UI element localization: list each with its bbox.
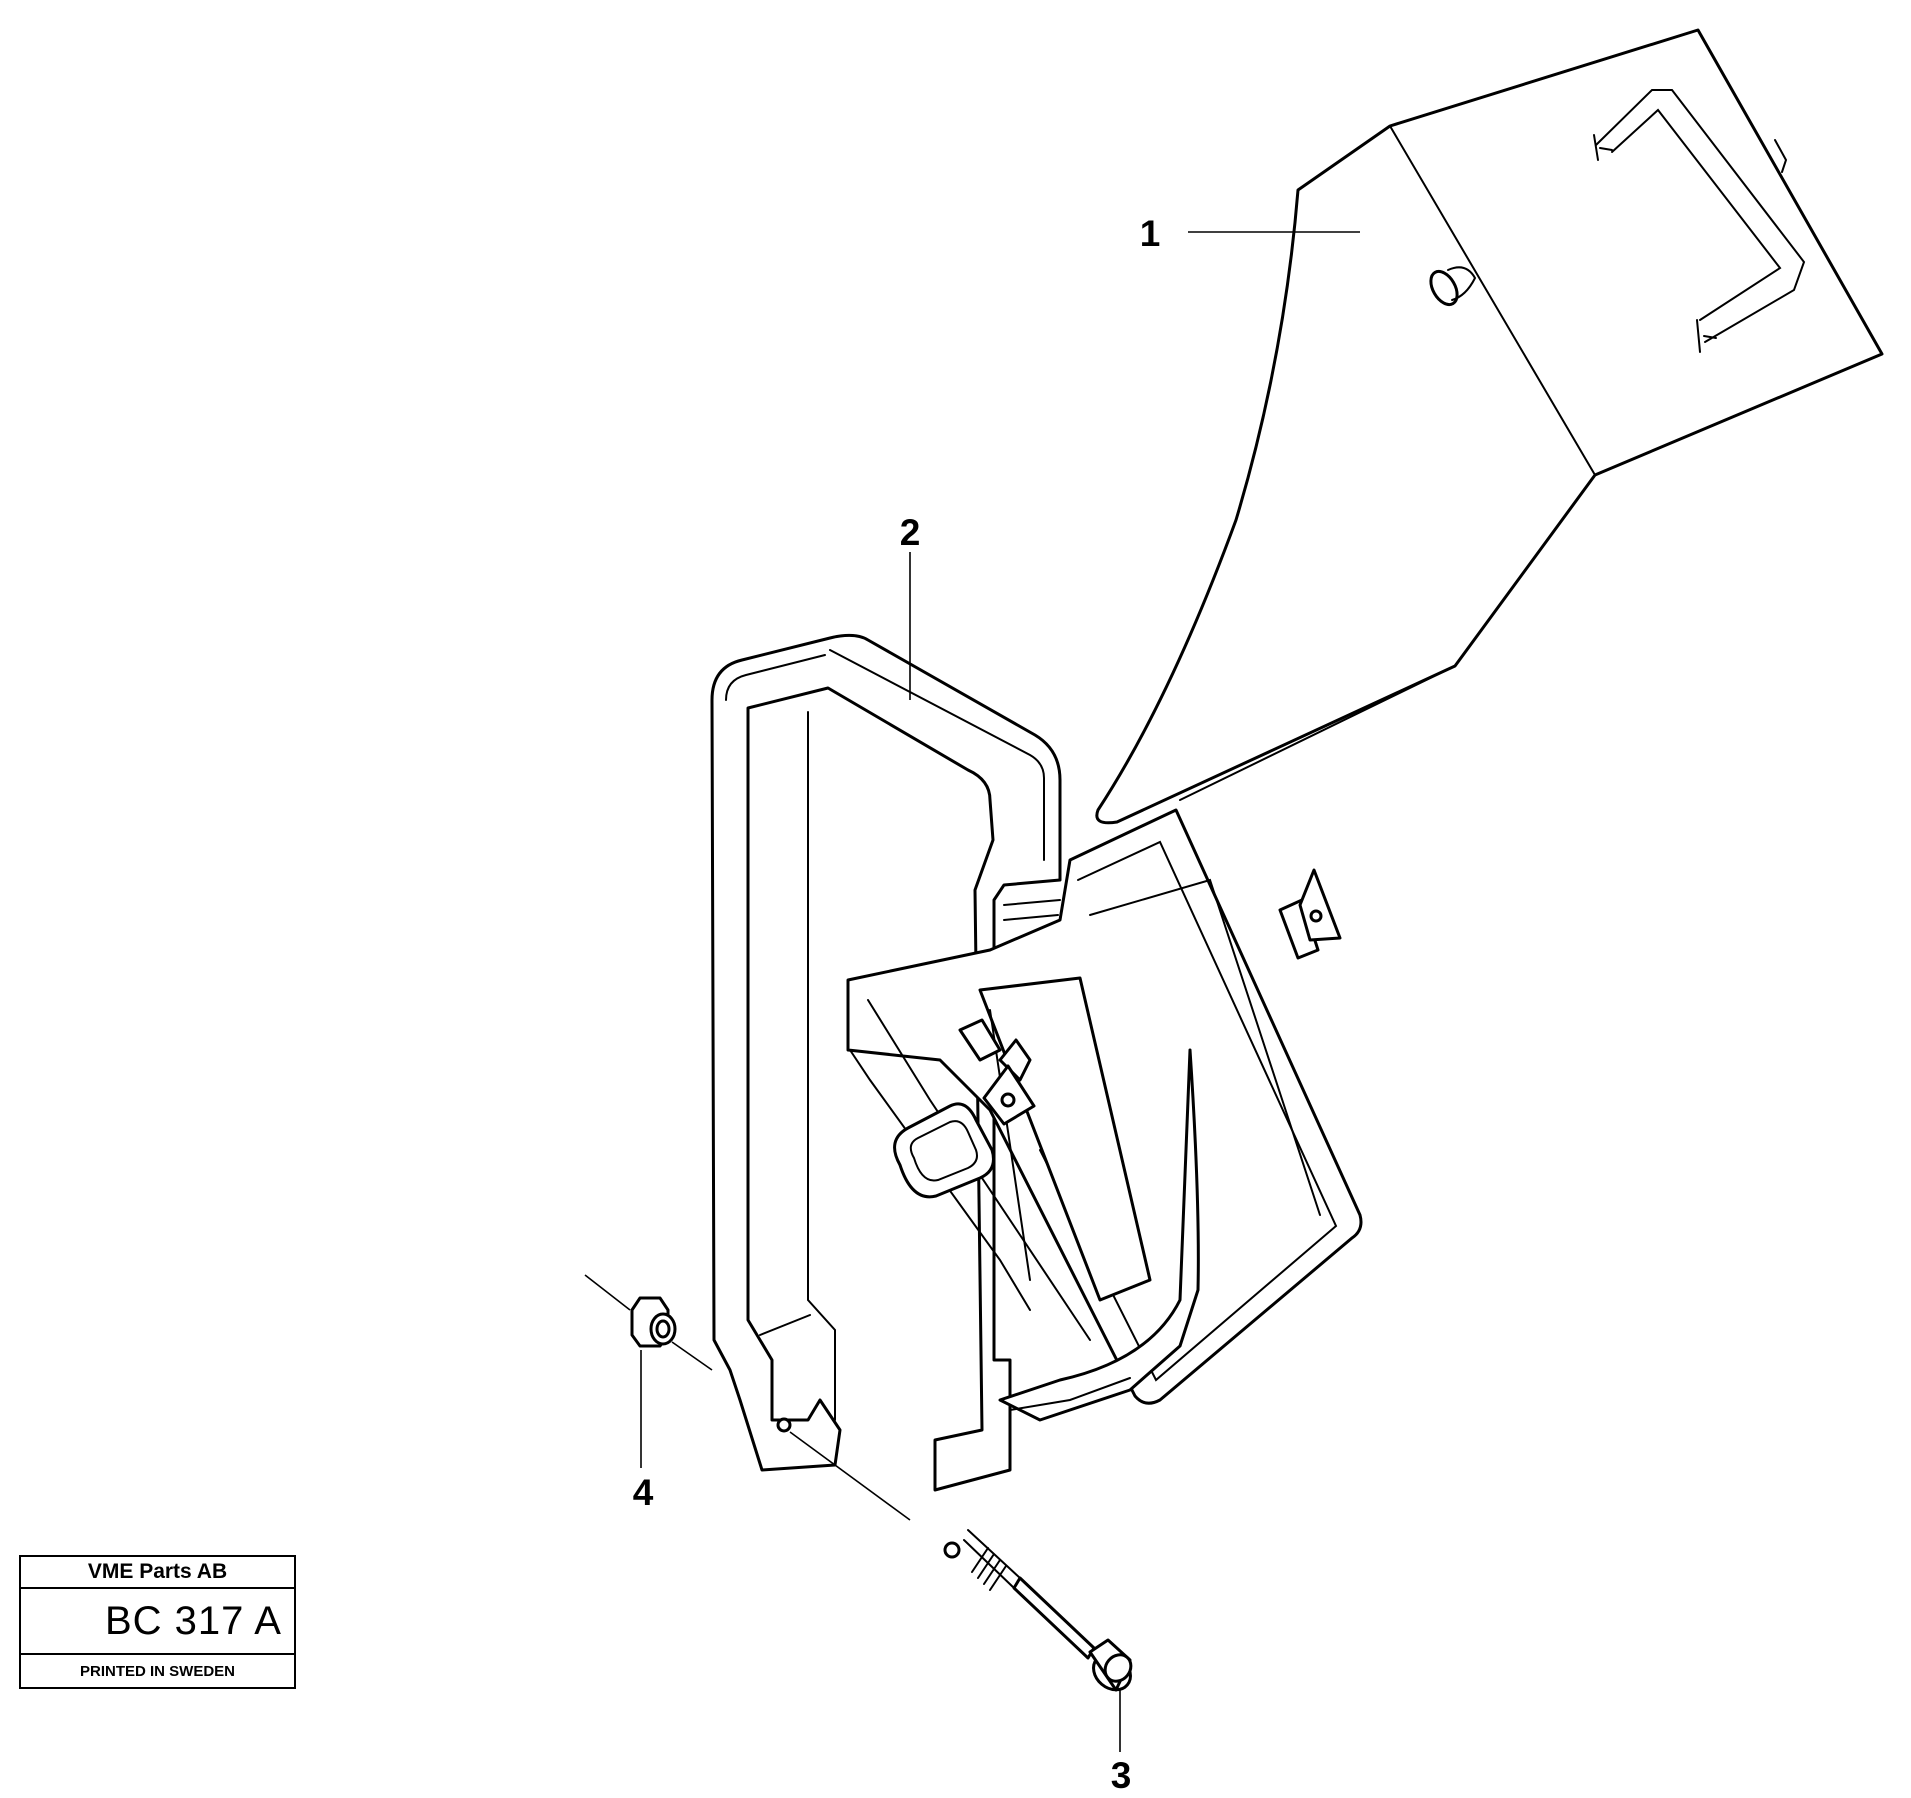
stamp-code: BC 317 A xyxy=(21,1589,294,1655)
callout-1: 1 xyxy=(1140,213,1161,254)
callout-2: 2 xyxy=(900,512,921,553)
leader-4-axis-b xyxy=(671,1341,713,1371)
strap-buckle xyxy=(893,976,1152,1302)
leader-4-axis xyxy=(584,1274,631,1311)
stamp-printed: PRINTED IN SWEDEN xyxy=(79,1662,235,1680)
title-stamp: VME Parts AB BC 317 A PRINTED IN SWEDEN xyxy=(19,1555,296,1689)
part-3-bolt xyxy=(943,1529,1133,1692)
callout-4: 4 xyxy=(633,1472,654,1513)
callout-3: 3 xyxy=(1111,1755,1132,1796)
part-4-nut xyxy=(630,1296,677,1348)
part-1-cover xyxy=(1095,28,1884,825)
stamp-company: VME Parts AB xyxy=(21,1557,294,1589)
leader-lines xyxy=(584,231,1360,1752)
bolt-axis xyxy=(789,1431,911,1521)
